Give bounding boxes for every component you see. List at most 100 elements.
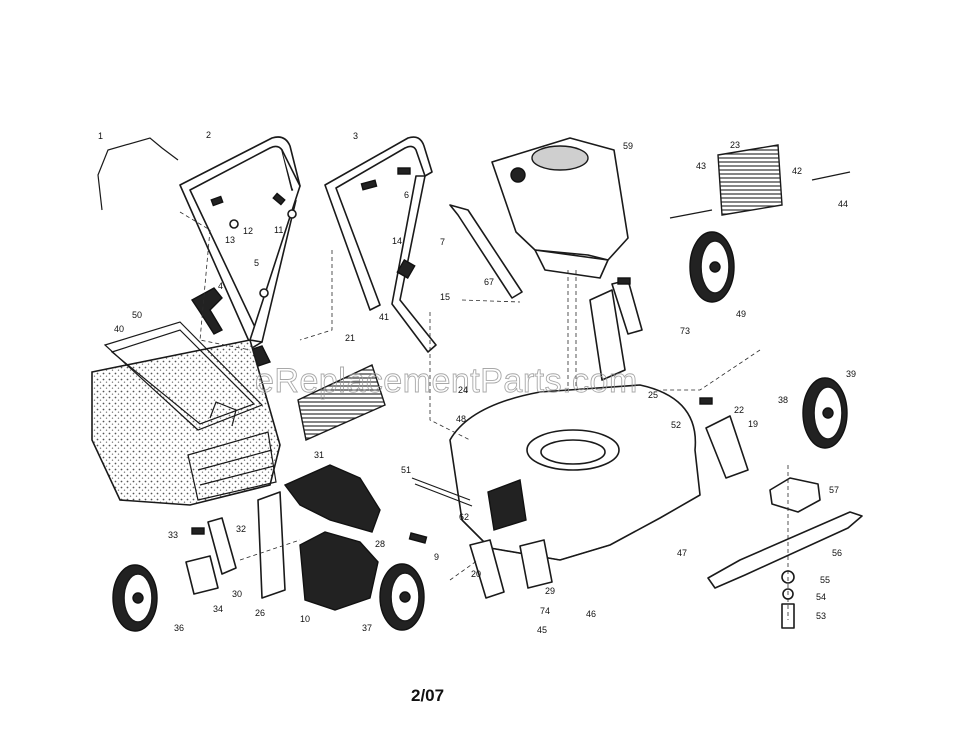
spring	[617, 277, 631, 285]
bracket	[185, 555, 219, 595]
callout: 15	[440, 292, 450, 302]
callout: 53	[816, 611, 826, 621]
catcher-frame-front	[187, 431, 277, 501]
callout: 41	[379, 312, 389, 322]
mower-deck	[449, 384, 701, 561]
upper-handle-right	[249, 149, 301, 343]
bracket	[207, 517, 237, 575]
callout: 62	[459, 512, 469, 522]
wheel-front-right	[802, 377, 848, 449]
callout: 28	[375, 539, 385, 549]
callout: 1	[98, 131, 103, 141]
callout-labels: 1 2 3 4 5 6 7 9 10 11 12 13 14 15 19 20 …	[98, 130, 856, 635]
wheel-rear-right	[689, 231, 735, 303]
callout: 54	[816, 592, 826, 602]
handle-bracket	[449, 204, 523, 299]
frame-wire	[197, 449, 273, 471]
callout: 47	[677, 548, 687, 558]
bracket	[469, 539, 505, 599]
catcher-handle	[209, 401, 237, 427]
callout: 34	[213, 604, 223, 614]
wheel-front-left	[112, 564, 158, 632]
callout: 9	[434, 552, 439, 562]
washer	[229, 219, 239, 229]
discharge-opening	[487, 479, 527, 531]
mulch-plug	[299, 531, 379, 611]
catcher-frame	[103, 321, 264, 431]
callout: 59	[623, 141, 633, 151]
callout: 26	[255, 608, 265, 618]
bolt	[397, 167, 411, 175]
callout: 22	[734, 405, 744, 415]
air-filter	[717, 144, 783, 216]
callout: 14	[392, 236, 402, 246]
rear-baffle	[257, 491, 286, 599]
callout: 2	[206, 130, 211, 140]
blade-adapter	[769, 477, 821, 513]
deck-shell	[449, 384, 701, 561]
callout: 57	[829, 485, 839, 495]
washer	[259, 288, 269, 298]
catcher-bag	[91, 339, 281, 506]
handle-rod	[97, 137, 179, 211]
callout: 25	[648, 390, 658, 400]
callout: 10	[300, 614, 310, 624]
callout: 56	[832, 548, 842, 558]
callout: 50	[132, 310, 142, 320]
callout: 19	[748, 419, 758, 429]
callout: 29	[545, 586, 555, 596]
discharge-chute	[283, 464, 381, 533]
callout: 7	[440, 237, 445, 247]
engine-filter	[531, 145, 589, 171]
callout: 55	[820, 575, 830, 585]
callout: 52	[671, 420, 681, 430]
catcher-frame	[110, 329, 256, 425]
lower-handle-tube	[391, 175, 437, 353]
axle-rod	[411, 477, 471, 501]
callout: 20	[471, 569, 481, 579]
mower-blade	[707, 511, 863, 589]
callout: 67	[484, 277, 494, 287]
spring	[408, 532, 428, 544]
grass-catcher	[91, 321, 281, 506]
callout: 45	[537, 625, 547, 635]
bolt	[272, 192, 286, 206]
callout: 21	[345, 333, 355, 343]
wheel-rear-left	[379, 563, 425, 631]
callout: 32	[236, 524, 246, 534]
callout: 38	[778, 395, 788, 405]
callout: 31	[314, 450, 324, 460]
callout: 33	[168, 530, 178, 540]
engine-base	[534, 249, 609, 279]
bracket	[519, 539, 553, 589]
height-adjuster	[589, 289, 626, 381]
callout: 5	[254, 258, 259, 268]
callout: 13	[225, 235, 235, 245]
washer	[287, 209, 297, 219]
bolt	[811, 171, 851, 181]
callout: 24	[458, 385, 468, 395]
watermark-text: eReplacementParts.com	[255, 362, 638, 400]
callout: 51	[401, 465, 411, 475]
callout: 11	[274, 225, 283, 235]
rear-door	[297, 364, 386, 441]
spring	[699, 397, 713, 405]
knob	[396, 258, 416, 280]
callout: 4	[218, 281, 223, 291]
spring	[191, 527, 205, 535]
callout: 30	[232, 589, 242, 599]
callout: 39	[846, 369, 856, 379]
handle-assembly	[97, 136, 523, 369]
callout: 3	[353, 131, 358, 141]
callout: 23	[730, 140, 740, 150]
bracket	[705, 415, 749, 479]
frame-wire	[199, 465, 275, 486]
callout: 49	[736, 309, 746, 319]
handle-knob	[190, 287, 223, 335]
bolt	[669, 209, 713, 219]
leader-lines	[179, 211, 761, 581]
callout: 6	[404, 190, 409, 200]
callout: 36	[174, 623, 184, 633]
callout: 74	[540, 606, 550, 616]
